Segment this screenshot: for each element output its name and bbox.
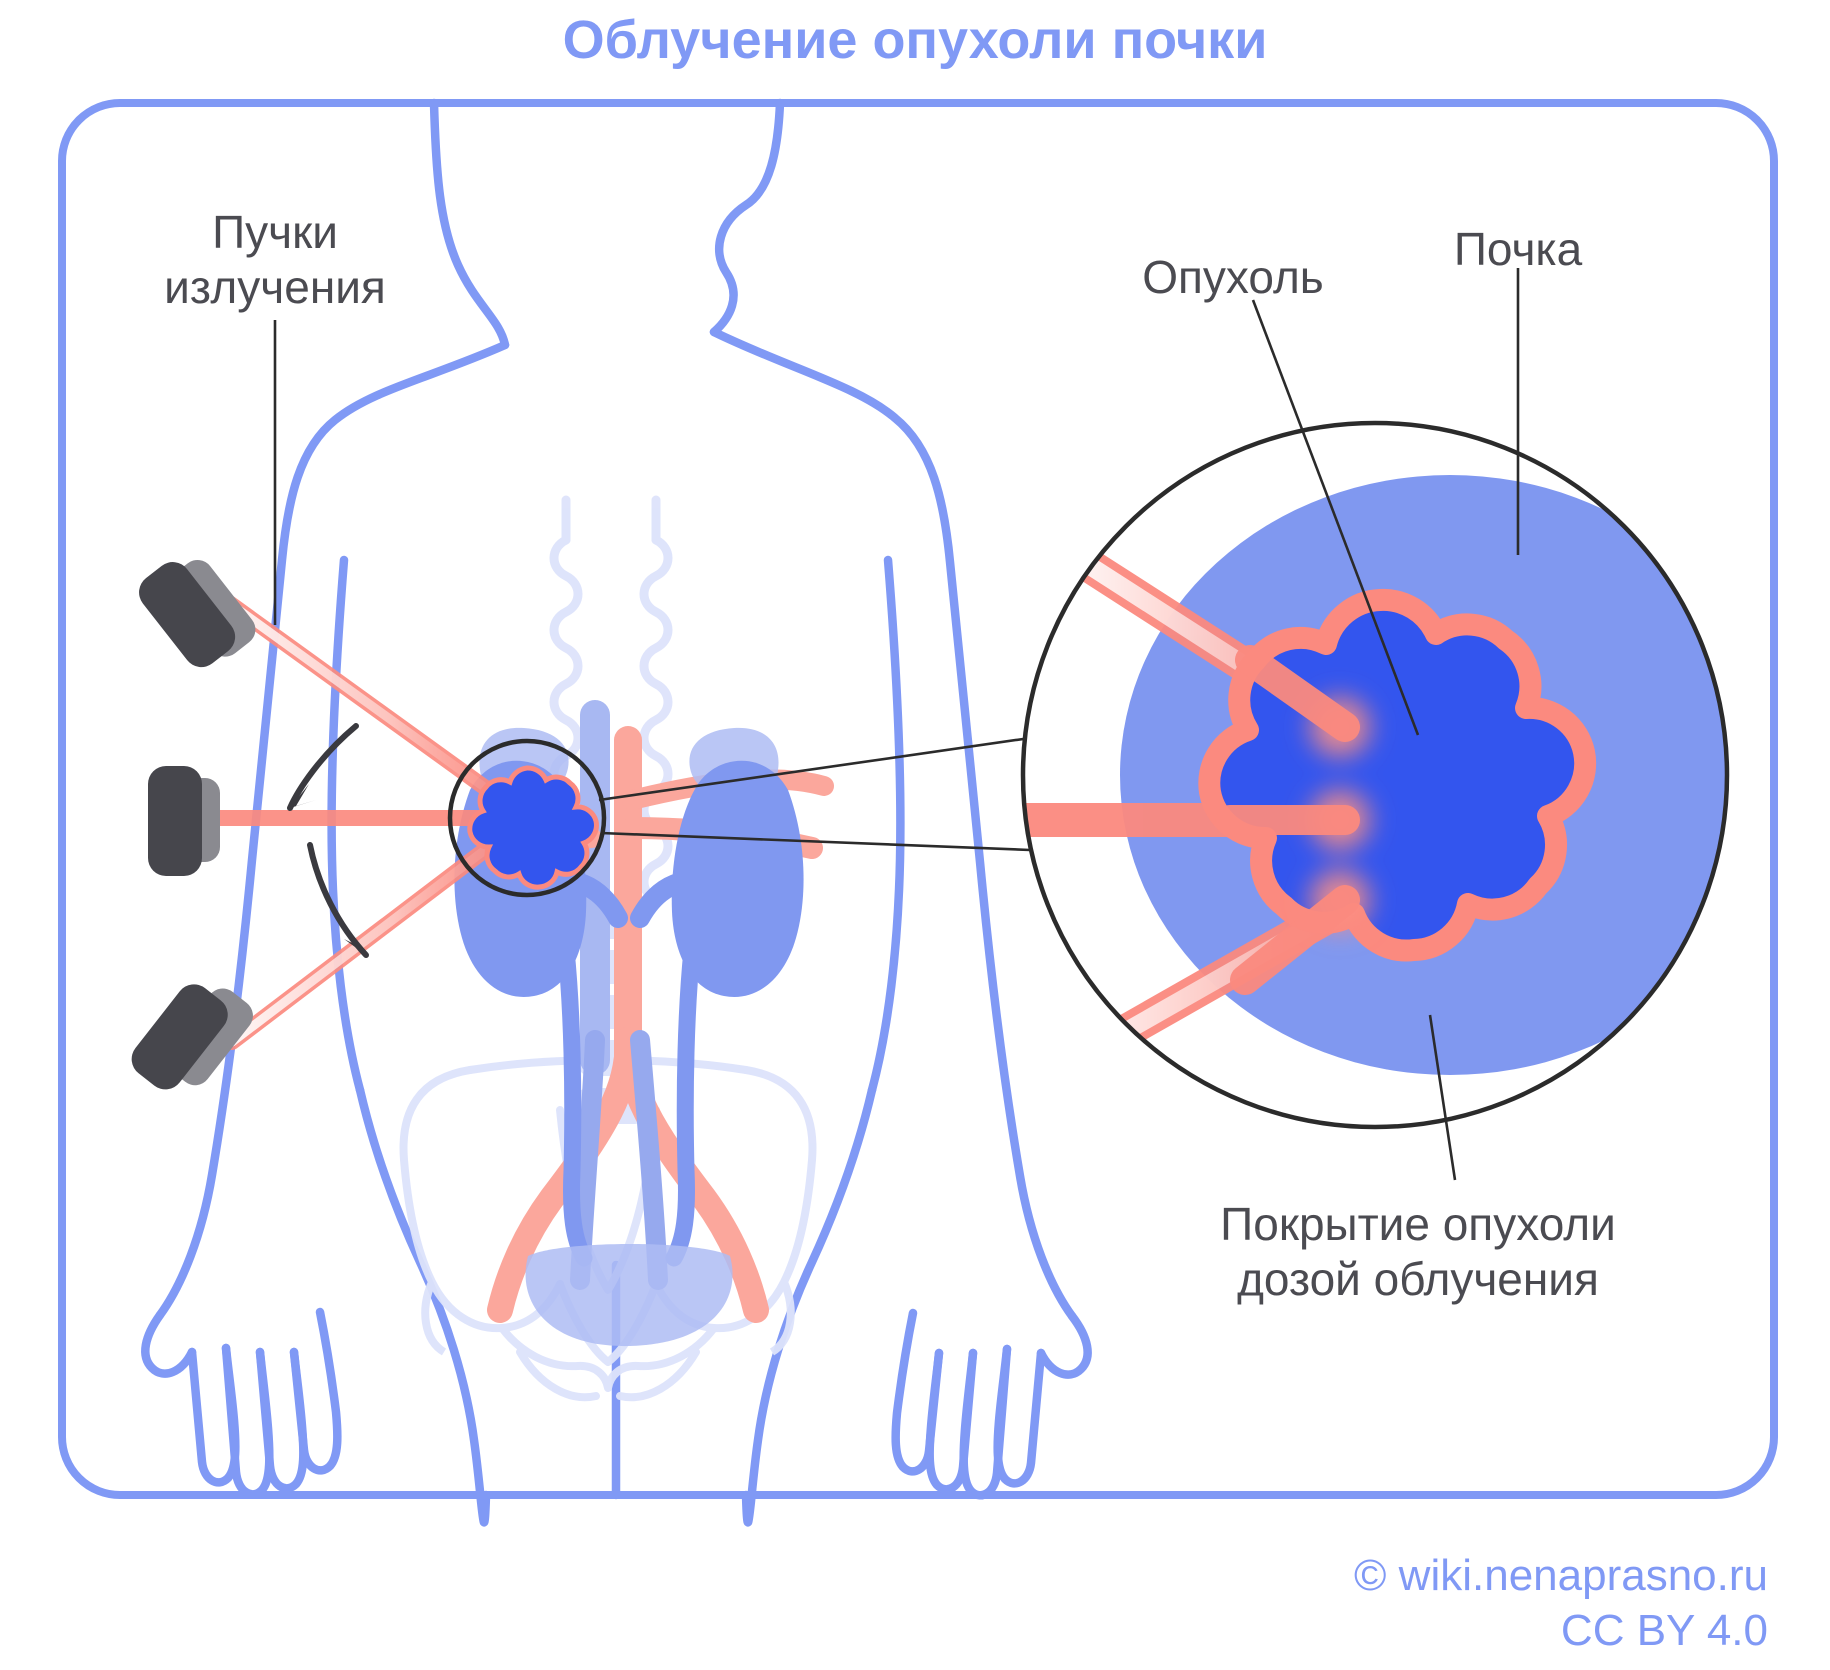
- label-leader-lines: [273, 268, 1520, 1181]
- page-title: Облучение опухоли почки: [563, 10, 1268, 70]
- rotation-arrows: [287, 723, 369, 958]
- tumor-magnified: [1198, 588, 1597, 962]
- kidney-shape-right: [671, 760, 804, 997]
- magnified-view: [1020, 420, 1730, 1130]
- magnifier-connector-lines: [598, 736, 1031, 852]
- rotation-arrow-lower: [307, 842, 369, 958]
- diagram-frame: [58, 99, 1778, 1499]
- arrowhead-upper: [290, 784, 316, 808]
- label-beams-line1: Пучки: [212, 206, 338, 258]
- label-coverage: Покрытие опухоли дозой облучения: [1220, 1198, 1616, 1305]
- beam-entry-stubs: [1215, 645, 1360, 995]
- label-beams: Пучки излучения: [164, 206, 386, 313]
- beam-upper: [217, 592, 535, 826]
- kidney-right: [630, 727, 804, 997]
- rotation-arrowheads: [290, 784, 366, 955]
- ureters: [557, 941, 701, 1267]
- footer-site[interactable]: © wiki.nenaprasno.ru: [1354, 1551, 1768, 1600]
- arrowhead-lower: [344, 930, 366, 955]
- label-kidney: Почка: [1454, 223, 1583, 275]
- label-coverage-line1: Покрытие опухоли: [1220, 1198, 1616, 1250]
- leader-coverage: [1428, 1014, 1457, 1181]
- tumor-in-body: [447, 738, 607, 898]
- label-beams-line2: излучения: [164, 261, 386, 313]
- label-coverage-line2: дозой облучения: [1237, 1253, 1599, 1305]
- radiation-emitter-lower[interactable]: [124, 966, 259, 1109]
- renal-hilum-right: [630, 870, 708, 928]
- radiation-emitter-upper[interactable]: [132, 542, 262, 679]
- right-iliac-vein: [630, 1030, 668, 1290]
- magnifier-ring-large: [1020, 420, 1730, 1130]
- patient-body-outline: [141, 98, 1092, 1527]
- leader-tumor: [1251, 299, 1420, 736]
- beam-lower: [224, 810, 535, 1050]
- magnifier-ring-small: [447, 738, 607, 898]
- label-tumor: Опухоль: [1142, 251, 1324, 303]
- bladder: [525, 1244, 733, 1347]
- rotation-arrow-upper: [287, 723, 359, 811]
- tumor-small: [467, 765, 599, 890]
- radiation-emitter-middle[interactable]: [148, 766, 220, 876]
- renal-hilum-left: [550, 870, 628, 928]
- radiation-beams-body: [202, 592, 535, 1050]
- footer-license: CC BY 4.0: [1561, 1606, 1768, 1655]
